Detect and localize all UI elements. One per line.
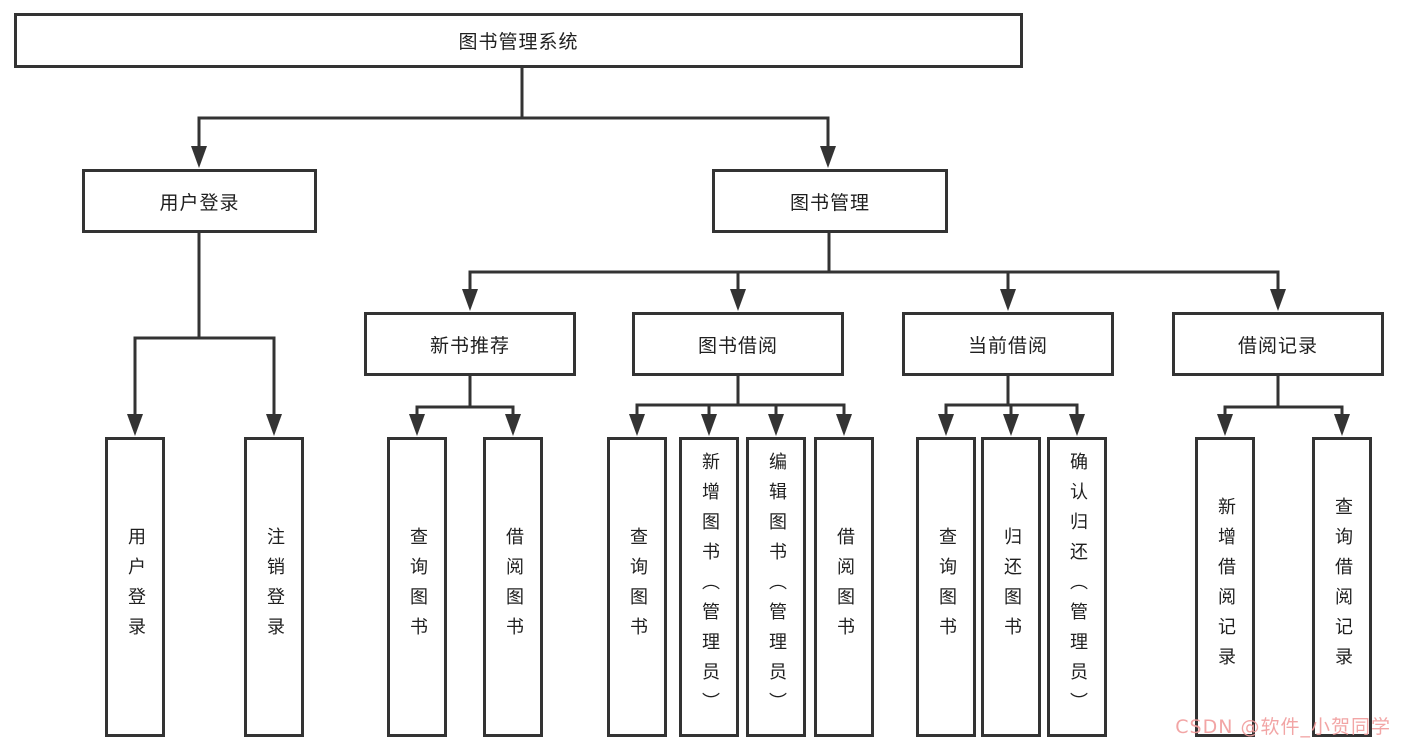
connectors-book-management	[462, 231, 1286, 311]
leaf-bb-edit-book-admin-label: 编辑图书（管理员）	[766, 452, 787, 722]
leaf-br-query-record: 查询借阅记录	[1312, 437, 1372, 737]
leaf-bb-query-book-label: 查询图书	[627, 527, 648, 647]
node-borrow-records-label: 借阅记录	[1237, 334, 1318, 357]
leaf-logout-label: 注销登录	[264, 527, 285, 647]
node-new-book-recommend: 新书推荐	[364, 312, 576, 376]
node-user-login-label: 用户登录	[159, 191, 240, 214]
leaf-logout: 注销登录	[244, 437, 304, 737]
leaf-bb-query-book: 查询图书	[607, 437, 667, 737]
leaf-nb-borrow-book: 借阅图书	[483, 437, 543, 737]
node-root-label: 图书管理系统	[458, 31, 579, 53]
leaf-bb-add-book-admin: 新增图书（管理员）	[679, 437, 739, 737]
node-book-borrow-label: 图书借阅	[697, 334, 778, 357]
node-book-management-label: 图书管理	[789, 191, 870, 214]
leaf-br-add-record-label: 新增借阅记录	[1215, 497, 1236, 677]
leaf-user-login: 用户登录	[105, 437, 165, 737]
leaf-cb-return-book: 归还图书	[981, 437, 1041, 737]
connectors-current-borrow	[938, 374, 1085, 436]
connectors-user-login	[127, 231, 282, 436]
leaf-cb-query-book: 查询图书	[916, 437, 976, 737]
connectors-new-book-recommend	[409, 374, 521, 436]
node-new-book-recommend-label: 新书推荐	[429, 334, 510, 357]
node-user-login: 用户登录	[82, 169, 317, 233]
leaf-br-query-record-label: 查询借阅记录	[1332, 497, 1353, 677]
leaf-bb-borrow-book-label: 借阅图书	[834, 527, 855, 647]
leaf-bb-edit-book-admin: 编辑图书（管理员）	[746, 437, 806, 737]
leaf-nb-borrow-book-label: 借阅图书	[503, 527, 524, 647]
watermark-text: CSDN @软件_小贺同学	[1175, 716, 1391, 738]
leaf-nb-query-book-label: 查询图书	[407, 527, 428, 647]
leaf-user-login-label: 用户登录	[125, 527, 146, 647]
node-root: 图书管理系统	[14, 13, 1023, 68]
leaf-br-add-record: 新增借阅记录	[1195, 437, 1255, 737]
leaf-bb-borrow-book: 借阅图书	[814, 437, 874, 737]
leaf-cb-confirm-return-admin-label: 确认归还（管理员）	[1067, 452, 1088, 722]
node-book-management: 图书管理	[712, 169, 948, 233]
connectors-book-borrow	[629, 374, 852, 436]
leaf-cb-confirm-return-admin: 确认归还（管理员）	[1047, 437, 1107, 737]
node-book-borrow: 图书借阅	[632, 312, 844, 376]
node-borrow-records: 借阅记录	[1172, 312, 1384, 376]
connectors-borrow-records	[1217, 374, 1350, 436]
leaf-bb-add-book-admin-label: 新增图书（管理员）	[699, 452, 720, 722]
connectors-root	[191, 65, 836, 168]
node-current-borrow-label: 当前借阅	[967, 334, 1048, 357]
leaf-cb-query-book-label: 查询图书	[936, 527, 957, 647]
leaf-nb-query-book: 查询图书	[387, 437, 447, 737]
leaf-cb-return-book-label: 归还图书	[1001, 527, 1022, 647]
node-current-borrow: 当前借阅	[902, 312, 1114, 376]
